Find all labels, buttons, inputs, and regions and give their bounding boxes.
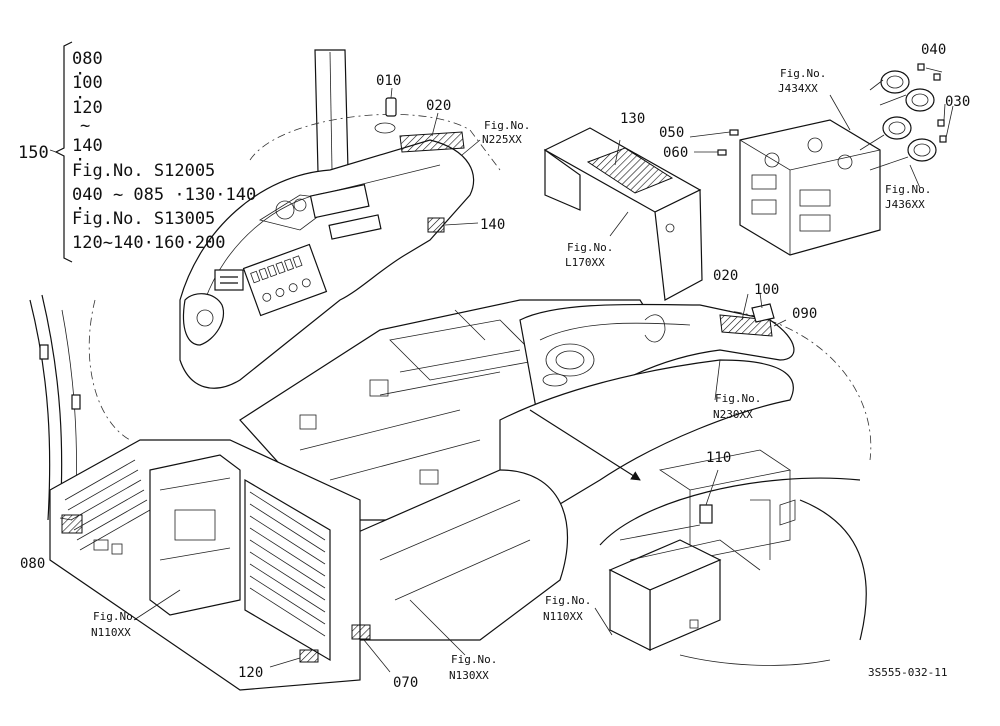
figure-references: Fig.No. N225XX Fig.No. L170XX Fig.No. J4… xyxy=(91,67,931,682)
part-label-100: 100 xyxy=(754,282,779,298)
figref-j434-line2: J434XX xyxy=(778,82,818,95)
list-bracket xyxy=(54,41,73,263)
detail-arrow xyxy=(529,409,641,481)
range-tilde: ~ xyxy=(80,116,90,136)
part-label-020: 020 xyxy=(426,98,451,114)
part-callouts: 010 020 140 130 050 060 040 030 020 100 … xyxy=(20,42,970,691)
range-item: 080 xyxy=(72,49,103,69)
fig-ref-s12005: Fig.No. S12005 xyxy=(72,161,215,181)
grille-right xyxy=(244,478,331,662)
fittings-040 xyxy=(869,70,935,112)
part-label-090: 090 xyxy=(792,306,817,322)
range-dot: · xyxy=(75,199,85,219)
figref-n110-line1: Fig.No. xyxy=(93,610,139,623)
part-label-150: 150 xyxy=(18,143,49,163)
part-label-140: 140 xyxy=(480,217,505,233)
figref-n230-line2: N230XX xyxy=(713,408,753,421)
figref-j436-line2: J436XX xyxy=(885,198,925,211)
figref-j434-line1: Fig.No. xyxy=(780,67,826,80)
part-label-060: 060 xyxy=(663,145,688,161)
figref-j436-line1: Fig.No. xyxy=(885,183,931,196)
part-label-070: 070 xyxy=(393,675,418,691)
figref-l170-line1: Fig.No. xyxy=(567,241,613,254)
range-item: 120 xyxy=(72,98,103,118)
range-dot: · xyxy=(75,150,85,170)
part-label-040: 040 xyxy=(921,42,946,58)
range-item: 140 xyxy=(72,136,103,156)
part-label-030: 030 xyxy=(945,94,970,110)
figref-n110-line2: N110XX xyxy=(91,626,131,639)
figref-n130-line2: N130XX xyxy=(449,669,489,682)
dash-envelope-left xyxy=(88,299,131,441)
front-grille-assembly xyxy=(49,439,371,691)
part-label-080: 080 xyxy=(20,556,45,572)
leader-lines xyxy=(49,67,954,673)
figref-n225-line2: N225XX xyxy=(482,133,522,146)
drawing-id: 3S555-032-11 xyxy=(868,666,947,679)
range-dot: · xyxy=(75,88,85,108)
valve-block xyxy=(717,63,947,256)
part-label-020: 020 xyxy=(713,268,738,284)
figref-n110-detail-line1: Fig.No. xyxy=(545,594,591,607)
figref-n130-line1: Fig.No. xyxy=(451,653,497,666)
fittings-030 xyxy=(859,116,937,171)
tag-070 xyxy=(351,624,371,640)
range-dot: · xyxy=(75,64,85,84)
figref-n110-detail-line2: N110XX xyxy=(543,610,583,623)
model-list-150: 080 · 100 · 120 ~ 140 · 150 Fig.No. S120… xyxy=(18,49,256,253)
dashboard-console xyxy=(179,97,475,389)
tag-080 xyxy=(61,514,83,534)
part-label-050: 050 xyxy=(659,125,684,141)
dash-envelope-upper xyxy=(249,114,501,171)
fig-ref-s13005: Fig.No. S13005 xyxy=(72,209,215,229)
cover-130 xyxy=(543,127,703,301)
tag-120 xyxy=(299,649,319,663)
figref-n225-line1: Fig.No. xyxy=(484,119,530,132)
part-label-120: 120 xyxy=(238,665,263,681)
part-label-110: 110 xyxy=(706,450,731,466)
part-label-130: 130 xyxy=(620,111,645,127)
figref-n230-line1: Fig.No. xyxy=(715,392,761,405)
detail-view xyxy=(599,449,867,666)
models-s13005: 120~140·160·200 xyxy=(72,233,226,253)
range-item: 100 xyxy=(72,73,103,93)
models-s12005: 040 ~ 085 ·130·140 xyxy=(72,185,256,205)
part-label-010: 010 xyxy=(376,73,401,89)
fender-right xyxy=(339,303,795,641)
switch-panel xyxy=(242,243,328,317)
figref-l170-line2: L170XX xyxy=(565,256,605,269)
grille-left xyxy=(64,459,151,551)
